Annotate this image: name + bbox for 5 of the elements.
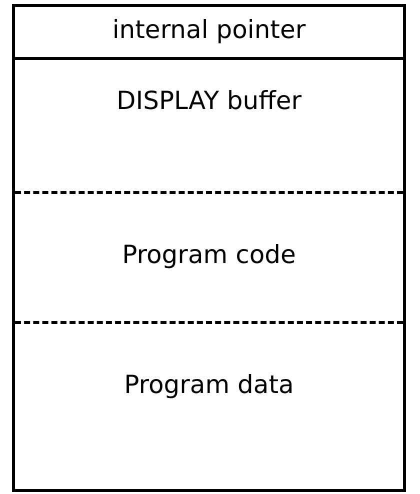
section-label: DISPLAY buffer bbox=[115, 86, 303, 115]
section-label: Program data bbox=[123, 370, 295, 399]
section-label: Program code bbox=[121, 240, 297, 269]
memory-block bbox=[12, 4, 406, 492]
section-label: internal pointer bbox=[111, 15, 307, 44]
